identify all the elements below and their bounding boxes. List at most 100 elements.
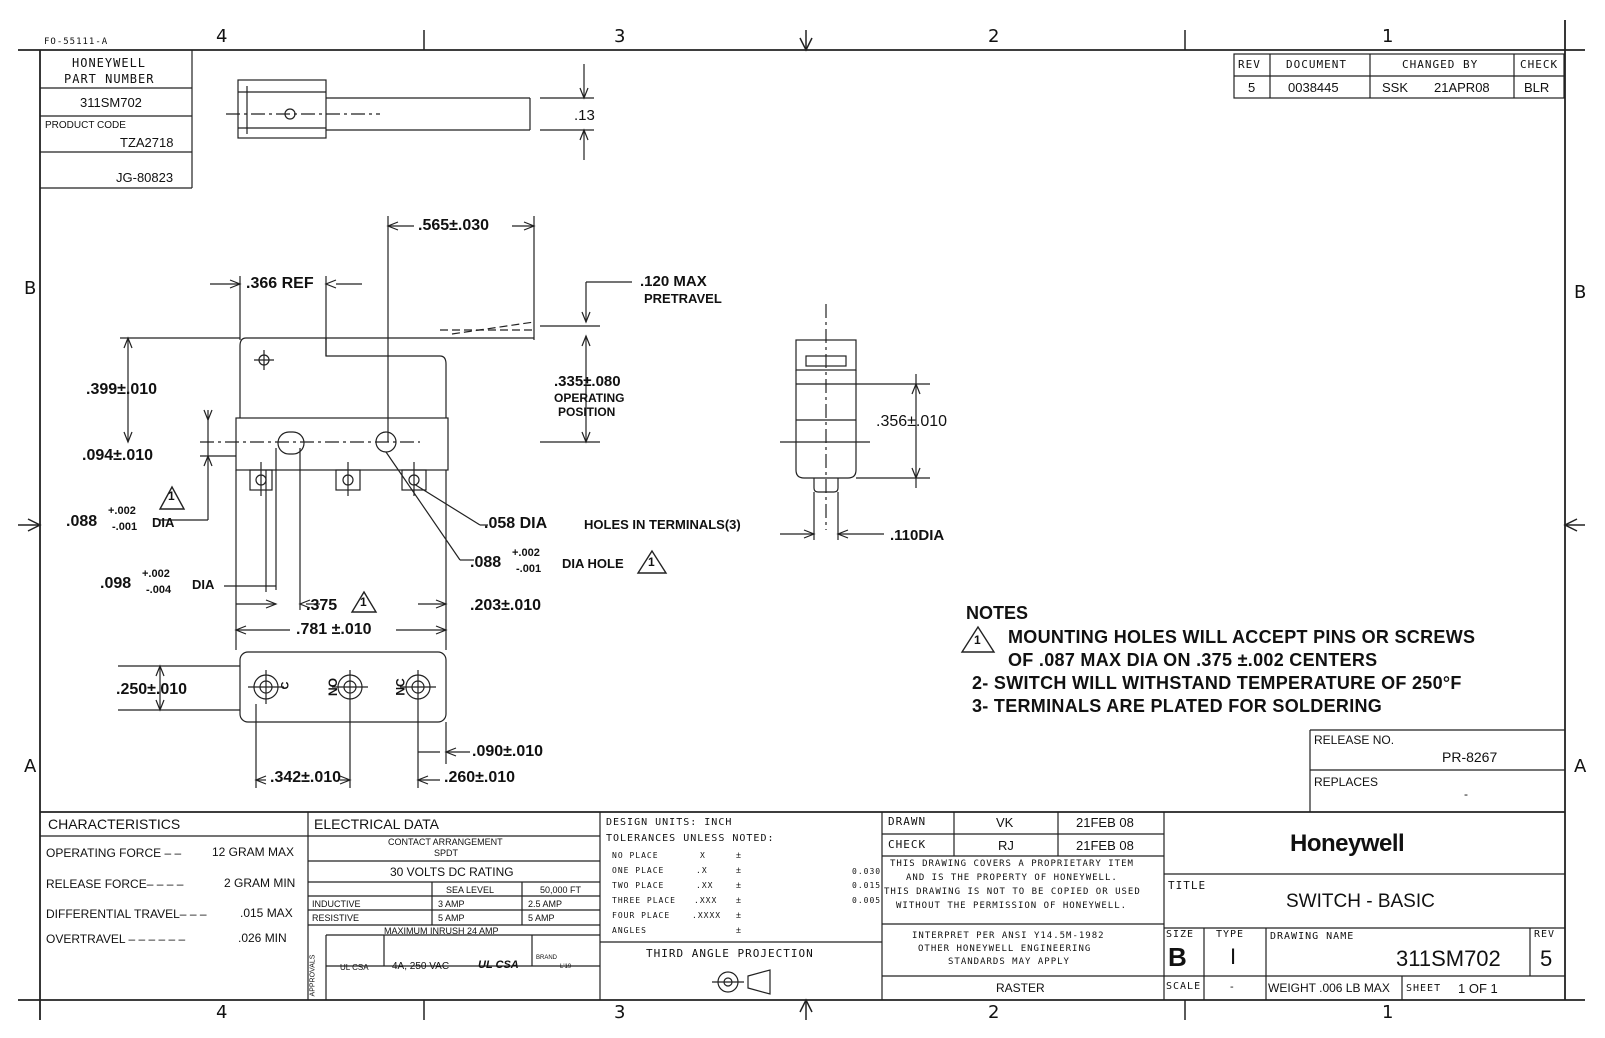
sea-level-header: SEA LEVEL: [446, 885, 495, 895]
inductive-ft: 2.5 AMP: [528, 899, 563, 909]
form-id: FO-55111-A: [44, 37, 109, 47]
type-label: TYPE: [1216, 929, 1245, 940]
honeywell-logo: Honeywell: [1290, 830, 1405, 857]
inductive-label: INDUCTIVE: [312, 899, 361, 909]
dia-label: DIA: [152, 515, 175, 530]
electrical-title: ELECTRICAL DATA: [314, 816, 439, 832]
side-view-switch: [780, 304, 930, 540]
terminal-c-label: C: [279, 681, 292, 690]
sheet-value: 1 OF 1: [1458, 981, 1498, 996]
zone-ticks: [18, 30, 1585, 1020]
tol-row-3-fmt: .XX: [696, 881, 714, 890]
dim-088b-sub: -.001: [516, 563, 542, 575]
dim-120-max: .120 MAX: [640, 273, 707, 290]
replaces-value: -: [1464, 787, 1468, 801]
dim-088-sup: +.002: [108, 505, 136, 517]
dim-088b-main: .088: [470, 554, 502, 571]
tol-row-6-label: ANGLES: [612, 926, 647, 935]
ul-csa-marks: UL CSA: [478, 959, 519, 971]
note-1a: MOUNTING HOLES WILL ACCEPT PINS OR SCREW…: [1008, 627, 1476, 647]
zone-right-b: B: [1574, 282, 1587, 303]
drawing-name-value: 311SM702: [1396, 946, 1501, 971]
holes-in-terminals: HOLES IN TERMINALS(3): [584, 517, 741, 532]
projection-symbol: [712, 969, 771, 995]
zone-left-b: B: [24, 278, 37, 299]
zone-top-1: 1: [1382, 26, 1394, 47]
brand-label: BRAND: [536, 955, 558, 961]
dim-565: .565±.030: [418, 217, 490, 234]
dimension-lines-front: [120, 216, 632, 650]
tol-row-2-label: ONE PLACE: [612, 866, 665, 875]
char-row-4-value: .026 MIN: [238, 931, 287, 945]
zone-top-2: 2: [988, 26, 1000, 47]
weight-value: WEIGHT .006 LB MAX: [1268, 981, 1390, 995]
characteristics-title: CHARACTERISTICS: [48, 816, 181, 832]
scale-value: -: [1230, 981, 1234, 993]
proprietary-line-4: WITHOUT THE PERMISSION OF HONEYWELL.: [896, 901, 1128, 911]
dim-260: .260±.010: [444, 769, 516, 786]
resistive-label: RESISTIVE: [312, 913, 360, 923]
rev-value: 5: [1248, 80, 1256, 95]
terminal-nc-label: NC: [393, 678, 408, 696]
proprietary-line-3: THIS DRAWING IS NOT TO BE COPIED OR USED: [884, 887, 1141, 897]
document-value: 0038445: [1288, 80, 1339, 95]
dim-781: .781 ±.010: [296, 621, 372, 638]
dim-110-dia: .110DIA: [890, 527, 945, 544]
tol-row-1-fmt: X: [700, 851, 706, 860]
projection-label: THIRD ANGLE PROJECTION: [646, 947, 814, 960]
terminal-no-label: NO: [326, 678, 340, 696]
dim-203: .203±.010: [470, 597, 542, 614]
note-mark-1d: 1: [974, 633, 981, 647]
note-2: 2- SWITCH WILL WITHSTAND TEMPERATURE OF …: [972, 673, 1462, 693]
check-by: RJ: [998, 838, 1014, 853]
ul-csa-label: UL CSA: [340, 963, 369, 972]
dim-375: .375: [306, 597, 338, 614]
rev-label: REV: [1534, 929, 1556, 940]
tol-row-4-fmt: .XXX: [694, 896, 718, 905]
note-mark-1b: 1: [648, 555, 655, 569]
check-date: 21FEB 08: [1076, 838, 1134, 853]
tol-row-3-val: 0.015: [852, 881, 882, 890]
tolerances-label: TOLERANCES UNLESS NOTED:: [606, 833, 775, 844]
note-mark-1c: 1: [360, 595, 367, 609]
release-label: RELEASE NO.: [1314, 733, 1395, 747]
check-label: CHECK: [888, 838, 927, 851]
ansi-line-2: OTHER HONEYWELL ENGINEERING: [918, 944, 1092, 954]
zone-top-3: 3: [614, 26, 626, 47]
note-mark-1a: 1: [168, 489, 175, 503]
tol-row-4-label: THREE PLACE: [612, 896, 676, 905]
tol-row-5-label: FOUR PLACE: [612, 911, 671, 920]
dim-088-sub: -.001: [112, 521, 138, 533]
dim-094: .094±.010: [82, 447, 154, 464]
product-code: TZA2718: [120, 135, 174, 150]
dim-088-main: .088: [66, 513, 98, 530]
resistive-sea: 5 AMP: [438, 913, 465, 923]
tol-row-2-fmt: .X: [696, 866, 708, 875]
tol-row-4-pm: ±: [736, 895, 741, 905]
pretravel-label: PRETRAVEL: [644, 291, 722, 306]
ansi-line-1: INTERPRET PER ANSI Y14.5M-1982: [912, 931, 1105, 941]
proprietary-line-1: THIS DRAWING COVERS A PROPRIETARY ITEM: [890, 859, 1134, 869]
drawn-date: 21FEB 08: [1076, 815, 1134, 830]
dim-250: .250±.010: [116, 681, 188, 698]
scale-label: SCALE: [1166, 981, 1202, 992]
size-value: B: [1168, 942, 1187, 972]
approvals-label: APPROVALS: [309, 954, 317, 997]
design-units: DESIGN UNITS: INCH: [606, 817, 733, 828]
dim-366-ref: .366 REF: [246, 275, 314, 292]
tol-row-1-label: NO PLACE: [612, 851, 659, 860]
sheet-label: SHEET: [1406, 983, 1442, 994]
note-1b: OF .087 MAX DIA ON .375 ±.002 CENTERS: [1008, 650, 1378, 670]
char-row-3-label: DIFFERENTIAL TRAVEL– – –: [46, 907, 207, 921]
tol-row-2-pm: ±: [736, 865, 741, 875]
dim-335: .335±.080: [554, 373, 621, 390]
tol-row-1-pm: ±: [736, 850, 741, 860]
drawing-name-label: DRAWING NAME: [1270, 931, 1355, 942]
size-label: SIZE: [1166, 929, 1195, 940]
tol-row-5-pm: ±: [736, 910, 741, 920]
zone-right-a: A: [1574, 756, 1587, 777]
proprietary-line-2: AND IS THE PROPERTY OF HONEYWELL.: [906, 873, 1118, 883]
note-3: 3- TERMINALS ARE PLATED FOR SOLDERING: [972, 696, 1383, 716]
position-label: POSITION: [558, 405, 616, 419]
